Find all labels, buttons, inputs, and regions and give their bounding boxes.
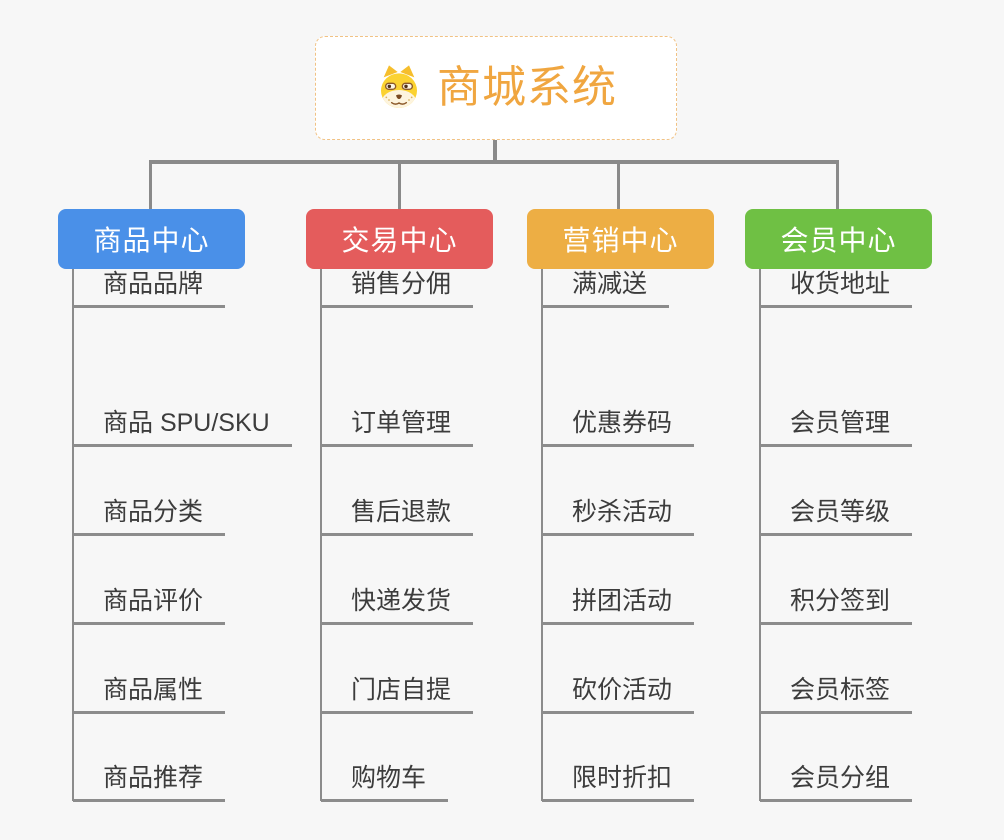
leaf-topic[interactable]: 秒杀活动: [542, 497, 695, 536]
leaf-topic[interactable]: 商品属性: [73, 675, 226, 714]
leaf-topic[interactable]: 会员分组: [760, 763, 913, 802]
leaf-topic[interactable]: 满减送: [542, 269, 670, 308]
leaf-topic[interactable]: 商品分类: [73, 497, 226, 536]
leaf-topic[interactable]: 销售分佣: [321, 269, 474, 308]
leaf-topic[interactable]: 限时折扣: [542, 763, 695, 802]
leaf-topic[interactable]: 收货地址: [760, 269, 913, 308]
connector-drop-2: [398, 164, 401, 210]
connector-drop-3: [617, 164, 620, 210]
branch-node-product[interactable]: 商品中心: [58, 209, 245, 269]
leaf-topic[interactable]: 商品评价: [73, 586, 226, 625]
leaf-topic[interactable]: 商品 SPU/SKU: [73, 408, 292, 447]
leaf-topic[interactable]: 会员等级: [760, 497, 913, 536]
leaf-topic[interactable]: 订单管理: [321, 408, 474, 447]
leaf-topic[interactable]: 商品品牌: [73, 269, 226, 308]
leaf-topic[interactable]: 购物车: [321, 763, 449, 802]
branch-node-marketing[interactable]: 营销中心: [527, 209, 714, 269]
leaf-topic[interactable]: 积分签到: [760, 586, 913, 625]
connector-drop-4: [836, 164, 839, 210]
leaf-topic[interactable]: 砍价活动: [542, 675, 695, 714]
leaf-topic[interactable]: 优惠券码: [542, 408, 695, 447]
doge-icon: [381, 65, 417, 108]
leaf-topic[interactable]: 会员管理: [760, 408, 913, 447]
leaf-topic[interactable]: 会员标签: [760, 675, 913, 714]
connector-drop-1: [149, 164, 152, 210]
branch-node-member[interactable]: 会员中心: [745, 209, 932, 269]
root-node[interactable]: 商城系统: [315, 36, 677, 140]
leaf-topic[interactable]: 拼团活动: [542, 586, 695, 625]
connector-root-stub: [493, 140, 497, 164]
root-title: 商城系统: [437, 63, 617, 112]
connector-rail: [149, 160, 839, 164]
leaf-topic[interactable]: 售后退款: [321, 497, 474, 536]
leaf-topic[interactable]: 商品推荐: [73, 763, 226, 802]
leaf-topic[interactable]: 快递发货: [321, 586, 474, 625]
leaf-topic[interactable]: 门店自提: [321, 675, 474, 714]
branch-node-trade[interactable]: 交易中心: [306, 209, 493, 269]
